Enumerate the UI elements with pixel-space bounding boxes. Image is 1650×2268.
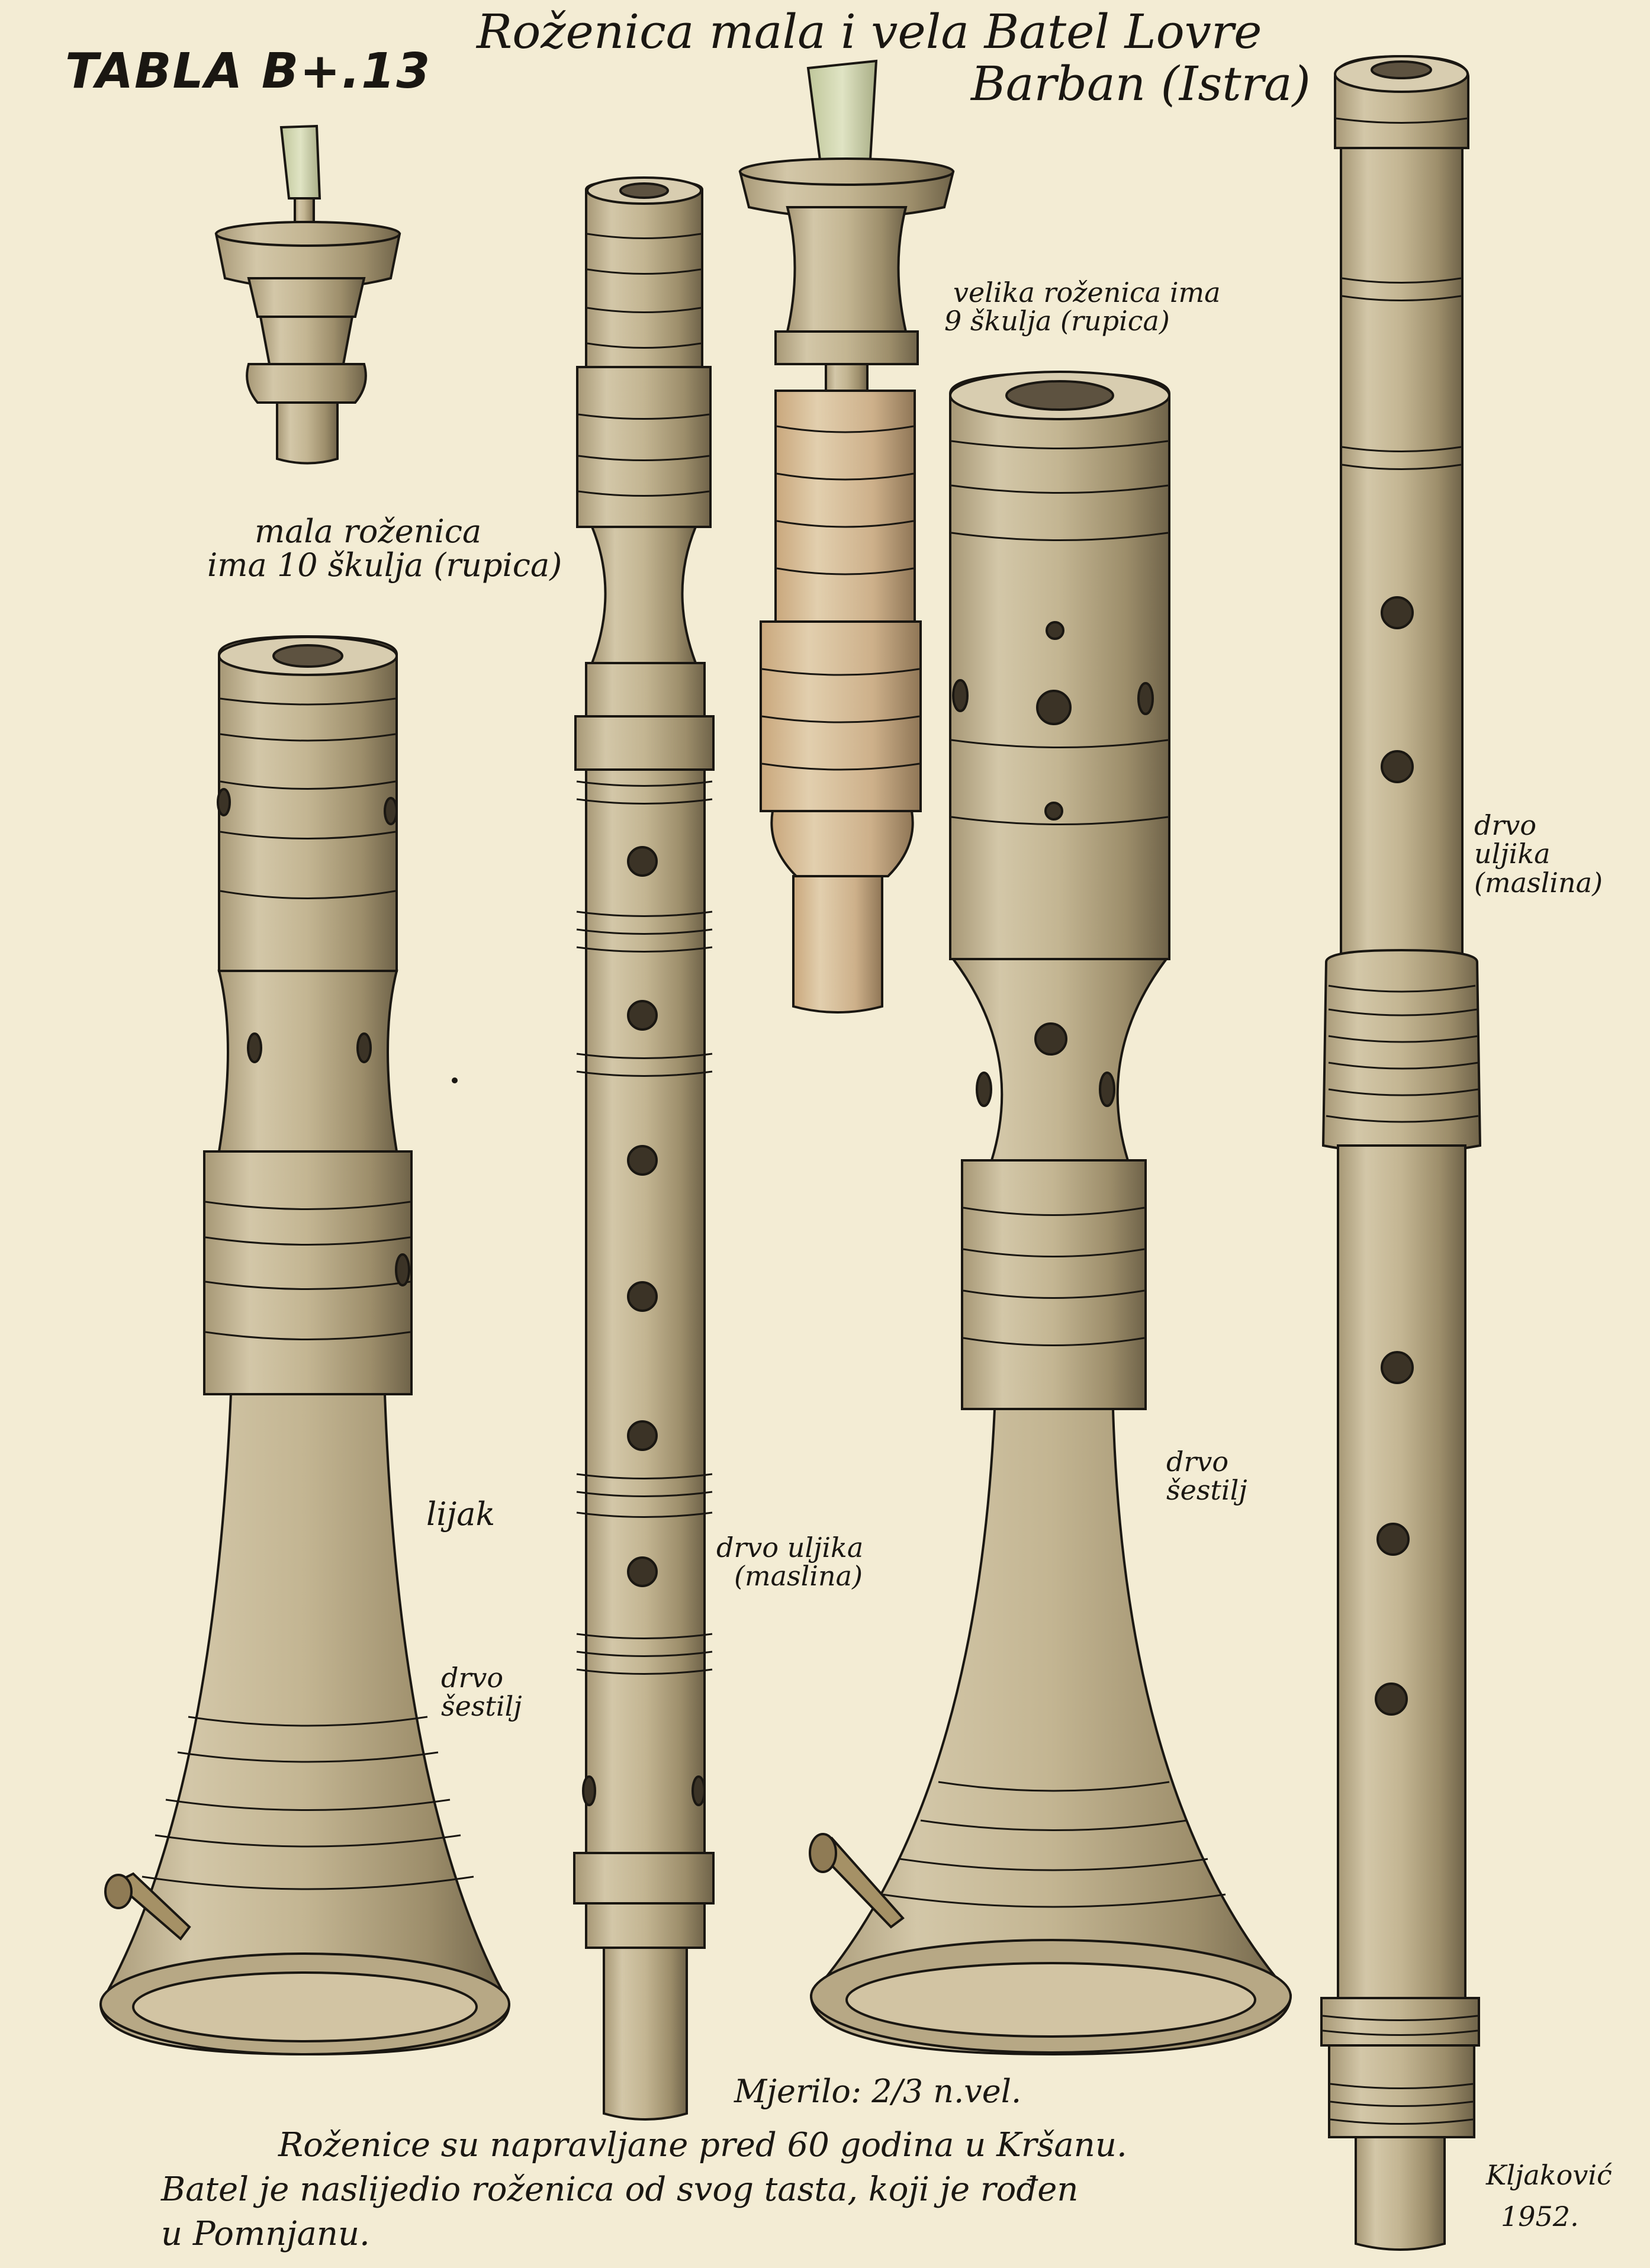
small-rozenica-reed-cap — [214, 124, 401, 465]
chanter-right-holes — [1375, 596, 1414, 1716]
signature-year: 1952. — [1501, 2201, 1579, 2232]
large-rozenica-body — [809, 371, 1292, 2056]
chanter-right — [1320, 54, 1482, 2251]
large-rozenica-key — [809, 1833, 905, 1929]
large-rozenica-reed-cap — [738, 59, 955, 392]
wood-sestilj-label-2-line1: drvo — [1166, 1446, 1229, 1478]
footnote-line1: Roženice su napravljane pred 60 godina u… — [278, 2126, 1127, 2164]
plate-title: Roženica mala i vela Batel Lovre — [477, 4, 1262, 59]
chanter-left-holes — [582, 846, 706, 1806]
large-rozenica-mouth-joint — [760, 390, 922, 1014]
wood-sestilj-label-2: drvo šestilj — [1166, 1447, 1247, 1505]
wood-sestilj-label-2-line2: šestilj — [1166, 1474, 1247, 1507]
large-rozenica-caption: velika roženica ima 9 škulja (rupica) — [944, 276, 1221, 336]
small-rozenica-body — [99, 635, 511, 2056]
plate-code: TABLA B+.13 — [65, 43, 432, 99]
ink-dot — [452, 1077, 458, 1083]
plate-place: Barban (Istra) — [971, 56, 1311, 111]
wood-sestilj-label-1-line1: drvo — [441, 1662, 504, 1694]
wood-sestilj-label-1: drvo šestilj — [441, 1664, 522, 1721]
wood-uljika-label-1-line2: (maslina) — [734, 1560, 863, 1593]
small-rozenica-caption: mala roženica ima 10 škulja (rupica) — [207, 513, 562, 582]
large-rozenica-holes — [952, 621, 1154, 1107]
large-rozenica-rings — [882, 440, 1226, 1908]
small-rozenica-caption-line1: mala roženica — [255, 513, 482, 550]
large-rozenica-caption-line2: 9 škulja (rupica) — [944, 305, 1170, 337]
lijak-label: lijak — [426, 1495, 496, 1533]
large-rozenica-caption-line1: velika roženica ima — [953, 276, 1221, 308]
small-rozenica-key — [104, 1872, 191, 1941]
wood-uljika-label-2-line2: uljika — [1474, 838, 1551, 870]
chanter-left-rings — [576, 233, 713, 1675]
wood-uljika-label-2-line1: drvo — [1474, 809, 1537, 841]
artist-signature: Kljaković — [1486, 2159, 1612, 2191]
wood-sestilj-label-1-line2: šestilj — [441, 1690, 522, 1723]
wood-uljika-label-2-line3: (maslina) — [1474, 866, 1603, 899]
footnote-line3: u Pomnjanu. — [161, 2215, 370, 2253]
chanter-right-rings — [1322, 117, 1479, 2125]
small-rozenica-rings — [141, 697, 474, 1890]
wood-uljika-label-1: drvo uljika (maslina) — [716, 1533, 863, 1591]
wood-uljika-label-1-line1: drvo uljika — [716, 1532, 864, 1564]
small-rozenica-holes — [217, 788, 410, 1286]
scale-note: Mjerilo: 2/3 n.vel. — [734, 2073, 1022, 2110]
large-rozenica-mouth-rings — [761, 425, 920, 771]
footnote-line2: Batel je naslijedio roženica od svog tas… — [161, 2170, 1079, 2209]
wood-uljika-label-2: drvo uljika (maslina) — [1474, 811, 1603, 897]
small-rozenica-caption-line2: ima 10 škulja (rupica) — [207, 546, 562, 584]
